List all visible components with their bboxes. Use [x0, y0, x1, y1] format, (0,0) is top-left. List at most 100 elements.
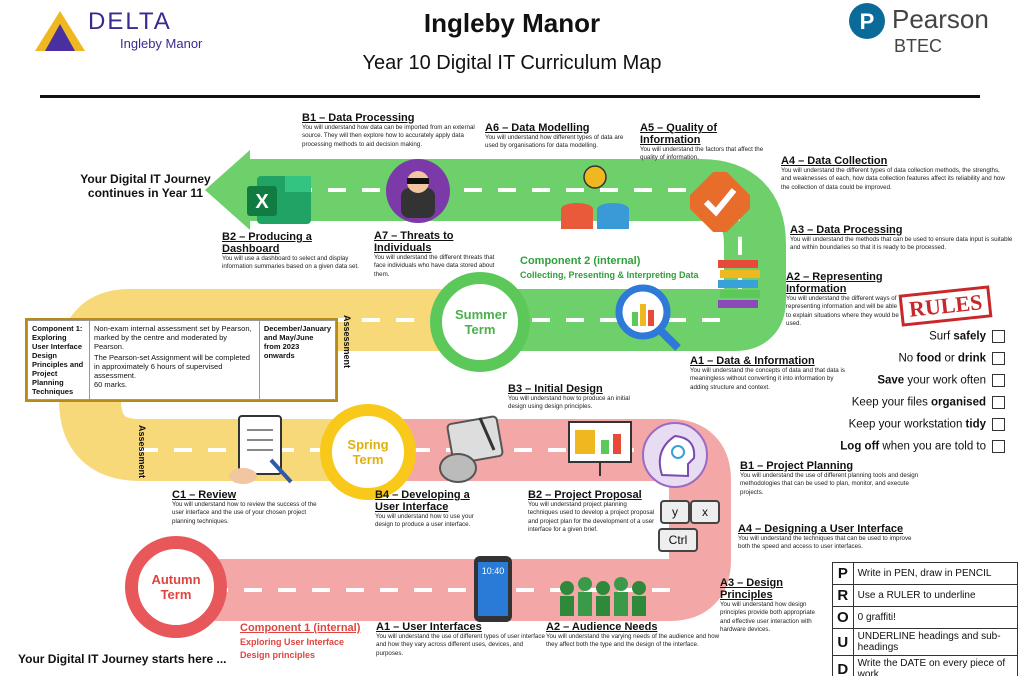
topic-a5-quality: A5 – Quality of Information You will und…	[640, 122, 780, 163]
topic-title: B1 – Data Processing	[302, 112, 415, 124]
btec-logo-text: BTEC	[894, 36, 943, 56]
topic-title-2: User Interface	[375, 501, 449, 513]
checkbox-icon	[992, 330, 1005, 343]
autumn-term-label: Autumn Term	[151, 572, 201, 602]
proud-text: Write in PEN, draw in PENCIL	[852, 562, 1019, 585]
component-2-title: Component 2 (internal)	[520, 255, 641, 267]
autumn-term-circle: Autumn Term	[125, 536, 227, 638]
topic-desc: You will understand how design principle…	[720, 601, 815, 634]
component-1-title: Component 1 (internal)	[240, 622, 361, 634]
proud-letter: R	[832, 584, 854, 607]
page-subtitle: Year 10 Digital IT Curriculum Map	[362, 52, 662, 74]
smartphone-icon: 10:40	[474, 556, 512, 622]
topic-desc: You will understand the use of different…	[740, 472, 919, 496]
proud-letter: O	[832, 606, 854, 629]
assessment-table-wrap: Component 1: Exploring User Interface De…	[25, 318, 338, 402]
assessment-details-cell: Non-exam internal assessment set by Pear…	[89, 320, 260, 400]
topic-a3-design-principles: A3 – Design Principles You will understa…	[720, 577, 825, 634]
svg-text:P: P	[860, 9, 875, 34]
topic-title: B2 – Producing a Dashboard	[222, 231, 312, 255]
checkbox-icon	[992, 440, 1005, 453]
database-key-icon	[561, 165, 629, 229]
rule-food: No food or drink	[780, 352, 1005, 374]
topic-desc: You will understand the methods that can…	[790, 236, 1013, 252]
proud-text: Write the DATE on every piece of work	[852, 655, 1019, 676]
topic-desc: You will understand how to review the su…	[172, 501, 317, 525]
rule-emphasis: Log off	[840, 440, 880, 453]
topic-desc: You will use a dashboard to select and d…	[222, 255, 359, 271]
hacker-icon	[386, 159, 450, 223]
topic-a2-representing: A2 – Representing Information You will u…	[786, 271, 901, 328]
topic-a2-audience-needs: A2 – Audience Needs You will understand …	[546, 621, 721, 650]
topic-title: B2 – Project Proposal	[528, 489, 642, 501]
topic-title: A2 – Representing	[786, 271, 883, 283]
rule-emphasis: drink	[957, 352, 986, 365]
assessment-dates-cell: December/January and May/June from 2023 …	[258, 320, 337, 400]
spring-term-label: Spring Term	[347, 437, 389, 467]
brain-head-icon	[642, 422, 708, 488]
key-y: y	[660, 500, 690, 524]
topic-title: A6 – Data Modelling	[485, 122, 590, 134]
svg-text:X: X	[255, 191, 269, 213]
phone-screen: 10:40	[478, 562, 508, 616]
component-2-subtitle: Collecting, Presenting & Interpreting Da…	[520, 270, 699, 280]
topic-desc: You will understand project planning tec…	[528, 501, 655, 534]
topic-desc: You will understand the different ways o…	[786, 295, 899, 328]
proud-text: Use a RULER to underline	[852, 584, 1019, 607]
layers-icon	[718, 260, 760, 308]
rule-text: Keep your files	[851, 396, 932, 409]
spring-term-circle: Spring Term	[320, 404, 416, 500]
delta-logo: DELTA Ingleby Manor	[30, 6, 230, 56]
checkbox-icon	[992, 418, 1005, 431]
proud-text: UNDERLINE headings and sub-headings	[852, 628, 1019, 656]
topic-desc: You will understand how data can be impo…	[302, 124, 475, 148]
topic-b4-developing-ui: B4 – Developing a User Interface You wil…	[375, 489, 485, 530]
topic-a4-data-collection: A4 – Data Collection You will understand…	[781, 155, 1011, 192]
delta-logo-text: DELTA	[88, 8, 172, 35]
rule-emphasis: safely	[953, 330, 986, 343]
rule-workstation: Keep your workstation tidy	[780, 418, 1005, 440]
summer-term-circle: Summer Term	[430, 272, 530, 372]
assessment-table: Component 1: Exploring User Interface De…	[27, 320, 337, 400]
topic-a1-data-information: A1 – Data & Information You will underst…	[690, 355, 850, 392]
rule-emphasis: food	[916, 352, 942, 365]
rule-emphasis: organised	[931, 396, 986, 409]
delta-logo-subtext: Ingleby Manor	[120, 36, 203, 51]
topic-title: A2 – Audience Needs	[546, 621, 658, 633]
topic-a4-designing-ui: A4 – Designing a User Interface You will…	[738, 523, 918, 552]
checkbox-icon	[992, 374, 1005, 387]
phone-time: 10:40	[481, 566, 505, 576]
topic-title: A1 – User Interfaces	[376, 621, 482, 633]
topic-desc: You will understand how different types …	[485, 134, 624, 150]
topic-c1-review: C1 – Review You will understand how to r…	[172, 489, 322, 526]
project-board-icon	[568, 421, 632, 476]
topic-title: A4 – Data Collection	[781, 155, 888, 167]
pearson-logo: P Pearson BTEC	[848, 2, 1018, 58]
key-x: x	[690, 500, 720, 524]
topic-desc: You will understand the different threat…	[374, 254, 495, 278]
rule-text: your work often	[904, 374, 986, 387]
proud-letter: D	[832, 655, 854, 676]
topic-desc: You will understand the different types …	[781, 167, 1005, 191]
checkmark-icon	[690, 172, 750, 232]
topic-a7-threats: A7 – Threats to Individuals You will und…	[374, 230, 504, 279]
topic-title: A3 – Data Processing	[790, 224, 903, 236]
pearson-logo-text: Pearson	[892, 4, 989, 34]
topic-desc: You will understand the concepts of data…	[690, 367, 845, 391]
proud-text: 0 graffiti!	[852, 606, 1019, 629]
rule-text: Surf	[929, 330, 954, 343]
assessment-label-summer: Assessment	[342, 315, 352, 369]
assessment-detail-3: 60 marks.	[94, 380, 127, 389]
topic-desc: You will understand how to produce an in…	[508, 395, 630, 411]
summer-term-label: Summer Term	[455, 307, 508, 337]
topic-b1-project-planning: B1 – Project Planning You will understan…	[740, 460, 930, 497]
topic-a6-data-modelling: A6 – Data Modelling You will understand …	[485, 122, 635, 151]
topic-a3-data-processing: A3 – Data Processing You will understand…	[790, 224, 1015, 253]
topic-a1-user-interfaces: A1 – User Interfaces You will understand…	[376, 621, 551, 658]
rule-files: Keep your files organised	[780, 396, 1005, 418]
